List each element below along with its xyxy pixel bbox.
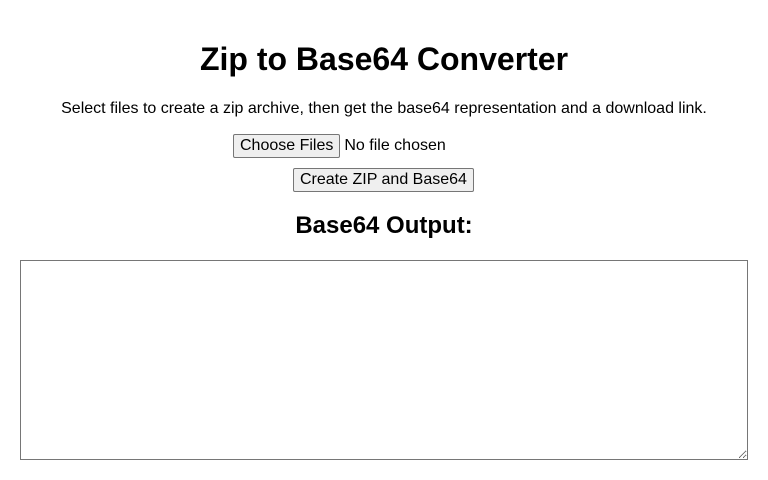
file-status-text: No file chosen xyxy=(344,137,446,154)
output-heading: Base64 Output: xyxy=(295,212,473,239)
base64-output-textarea[interactable] xyxy=(20,260,748,460)
page-description: Select files to create a zip archive, th… xyxy=(61,100,707,117)
create-zip-button[interactable]: Create ZIP and Base64 xyxy=(293,168,474,192)
choose-files-button[interactable]: Choose Files xyxy=(233,134,341,158)
file-input[interactable]: Choose Files No file chosen xyxy=(233,134,446,158)
page-title: Zip to Base64 Converter xyxy=(199,41,569,77)
